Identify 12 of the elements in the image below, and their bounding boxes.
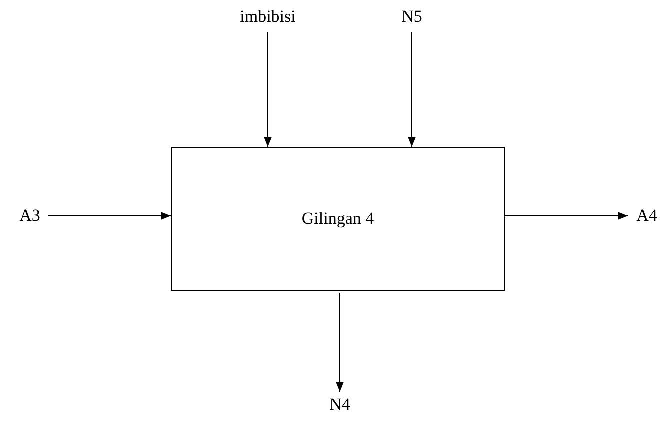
stream-label: imbibisi — [240, 7, 296, 27]
process-box — [171, 147, 505, 291]
stream-label: A4 — [636, 206, 658, 226]
process-label: Gilingan 4 — [302, 209, 374, 229]
arrow — [408, 32, 416, 148]
stream-label: N5 — [402, 7, 422, 27]
arrow — [504, 212, 628, 220]
stream-label: N4 — [330, 395, 350, 415]
stream-label: A3 — [20, 206, 40, 226]
arrow — [48, 212, 172, 220]
arrow — [336, 292, 344, 392]
arrow — [264, 32, 272, 148]
